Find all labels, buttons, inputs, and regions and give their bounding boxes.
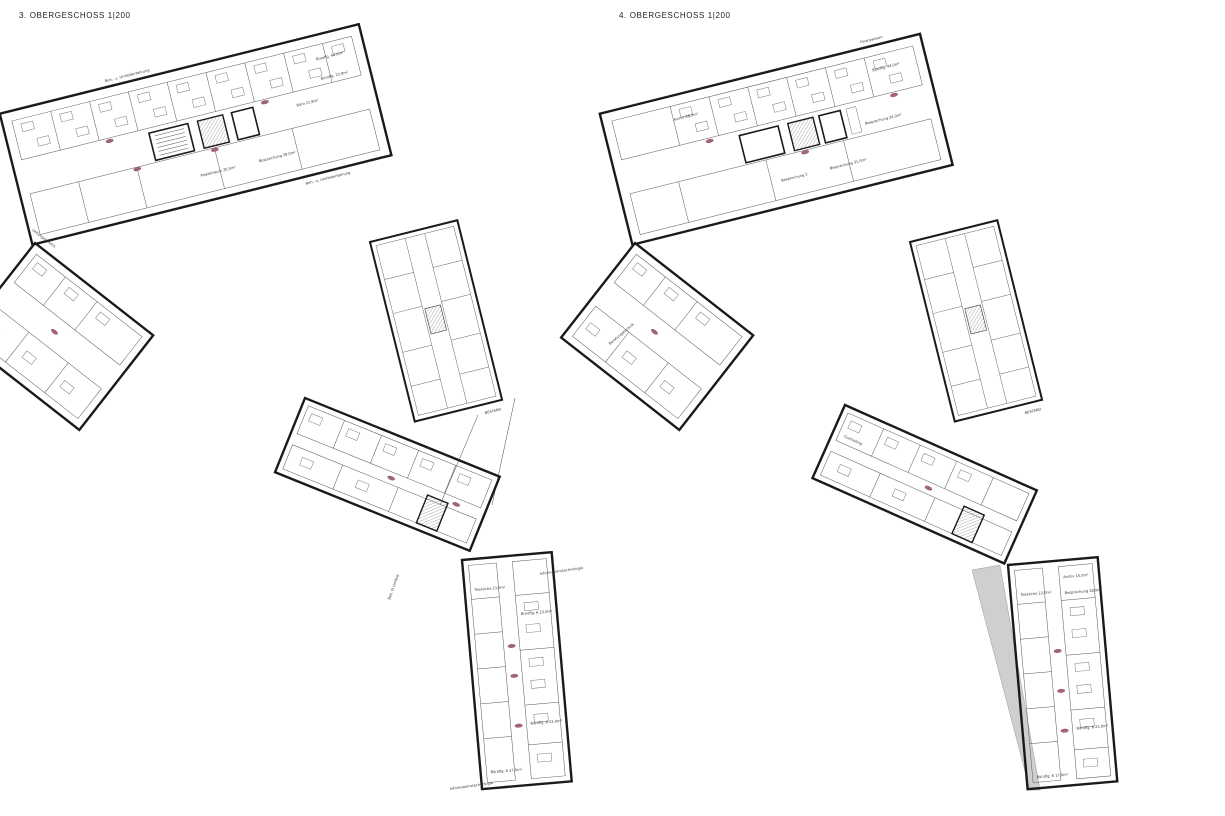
left-wing-north: Beh.- u. Umfelderfahrung Beh.- u. Umfeld… [0,22,393,247]
right-label-8: Archiv 15,0m² [1063,573,1089,579]
right-wing-north: Finanzwesen Archiv 68,0m² Büroflg. 44,0m… [598,32,955,247]
right-wing-south-lower: Archiv 15,0m² Besprechung 28,0m² Teeküch… [1006,555,1119,791]
right-bestand-label: BESTAND [1024,407,1042,415]
left-label-1: Beh.- u. Umfelderfahrung [305,171,350,186]
left-label-13: Büroflg. 6 23,0m² [530,719,562,726]
right-sheet-title: 4. OBERGESCHOSS 1|200 [619,11,731,20]
left-sheet-title: 3. OBERGESCHOSS 1|200 [19,11,131,20]
left-label-5: Büro 21,8m² [296,98,319,107]
left-label-4: Besprechung 28,0m² [259,150,297,163]
right-label-6: Beratungstechnik [608,322,636,346]
right-label-0: Finanzwesen [860,35,883,44]
left-wing-south-lower: Teeküche 23,0m² Büroflg. 6 23,0m² Bürofl… [460,550,574,791]
right-label-7: Controlling [843,435,862,447]
left-label-12: Büroflg. 6 23,0m² [521,609,553,616]
left-label-10: Informationstechnologie [450,781,495,791]
left-label-9: Informationstechnologie [540,566,585,576]
right-label-10: Teeküche 22,0m² [1019,590,1052,597]
right-label-9: Besprechung 28,0m² [1064,588,1102,595]
right-wing-south-upper: Controlling [810,403,1039,566]
right-floor-plan: Finanzwesen Archiv 68,0m² Büroflg. 44,0m… [559,32,1119,791]
left-wing-west: Leitungsbereich [0,228,155,432]
left-wing-south-upper [273,396,502,553]
right-label-4: Besprechung 24,0m² [865,113,903,126]
left-label-3: Projektraum 35,5m² [200,165,236,178]
left-label-11: Beh. III Umfeld [387,574,400,600]
left-floor-plan: Beh.- u. Umfelderfahrung Beh.- u. Umfeld… [0,22,585,791]
right-label-5: Besprechung 2 [781,172,808,182]
left-label-7: Büroflg. 22,8m² [320,70,349,81]
left-label-8: Teeküche 23,0m² [473,585,506,592]
right-label-11: Büroflg. 6 23,0m² [1076,724,1108,731]
right-shaded-area [971,564,1041,791]
right-bestand-building: BESTAND [908,219,1044,423]
right-wing-west [559,241,755,432]
left-bestand-building: BESTAND [368,219,504,423]
right-label-12: Büroflg. 6 17,0m² [1036,773,1068,780]
right-label-2: Büroflg. 44,0m² [872,62,901,73]
right-label-1: Archiv 68,0m² [673,112,699,122]
left-bestand-label: BESTAND [484,407,502,415]
left-label-6: Büroflg. 44,0m² [316,51,345,62]
left-label-14: Büroflg. 6 27,0m² [490,768,522,775]
